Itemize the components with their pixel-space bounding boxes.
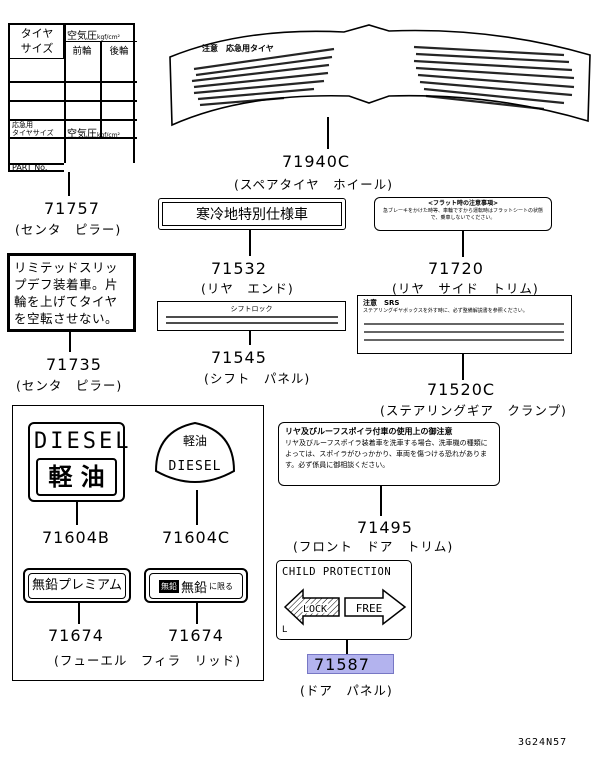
cold-region-text: 寒冷地特別仕様車 xyxy=(162,202,342,226)
tire-size-label: タイヤ サイズ 空気圧kgf/cm² 前輪 後輪 応急用 タイヤサイズ 空気圧k… xyxy=(8,23,138,175)
keiyu-text: 軽 油 xyxy=(36,458,117,496)
srs-body: ステアリングギヤボックスを外す時に、必ず整備解説書を参照ください。 xyxy=(363,308,528,314)
spoiler-title: リヤ及びルーフスポイラ付車の使用上の御注意 xyxy=(285,427,453,436)
cold-region-label: 寒冷地特別仕様車 xyxy=(158,198,346,230)
unleaded-premium-label: 無鉛プレミアム xyxy=(23,568,131,603)
part-number-71532[interactable]: 71532 xyxy=(211,259,267,278)
unleaded-suffix: に限る xyxy=(209,581,233,591)
child-protection-title: CHILD PROTECTION xyxy=(282,566,392,578)
caption-71520c: (ステアリングギア クランプ) xyxy=(380,403,567,418)
lsd-warning-text: リミテッドスリップデフ装着車。片輪を上げてタイヤを空転させない。 xyxy=(14,260,119,326)
free-text: FREE xyxy=(356,602,383,615)
part-number-71735[interactable]: 71735 xyxy=(46,355,102,374)
caption-71495: (フロント ドア トリム) xyxy=(293,539,454,554)
unleaded-badge: 無鉛 xyxy=(158,579,179,593)
caption-fuel-filler-lid: (フューエル フィラ リッド) xyxy=(54,653,242,668)
spare-tire-size-heading: 応急用 タイヤサイズ xyxy=(12,121,54,137)
diesel-curved-text: DIESEL xyxy=(169,459,222,474)
diesel-fuel-label-square: DIESEL 軽 油 xyxy=(28,422,132,502)
part-number-71940c[interactable]: 71940C xyxy=(282,152,351,171)
lock-text: LOCK xyxy=(303,604,327,615)
diagram-code: 3G24N57 xyxy=(518,737,568,748)
diesel-fuel-label-dome: 軽油 DIESEL xyxy=(154,421,236,483)
spoiler-body: リヤ及びルーフスポイラ装着車を洗車する場合、洗車機の種類によっては、スポイラがひ… xyxy=(285,439,488,469)
part-number-71720[interactable]: 71720 xyxy=(428,259,484,278)
unleaded-premium-text: 無鉛プレミアム xyxy=(28,573,126,599)
diesel-text: DIESEL xyxy=(34,429,132,454)
lock-free-arrows: LOCK FREE xyxy=(283,588,407,626)
caption-71735: (センタ ピラー) xyxy=(16,378,123,393)
caption-71757: (センタ ピラー) xyxy=(15,222,122,237)
pressure-heading: 空気圧kgf/cm² xyxy=(67,31,120,42)
flat-seat-caution-label: <フラット時の注意事項> 急ブレーキをかけた時等、車輪ですから運転時はフラットシ… xyxy=(374,197,552,231)
fuel-labels-group xyxy=(12,405,264,681)
flat-seat-title: <フラット時の注意事項> xyxy=(427,200,499,207)
caption-71532: (リヤ エンド) xyxy=(201,281,294,296)
child-protection-label: CHILD PROTECTION LOCK FREE L xyxy=(276,560,412,640)
free-arrow-icon xyxy=(344,588,407,626)
unleaded-text: 無鉛 xyxy=(180,580,207,596)
caption-71940c: (スペアタイヤ ホイール) xyxy=(234,177,394,192)
shift-lock-label: シフトロック xyxy=(157,301,346,331)
pressure-heading-2: 空気圧kgf/cm² xyxy=(67,129,120,140)
part-no-label: PART No. xyxy=(12,163,48,172)
part-number-71495[interactable]: 71495 xyxy=(357,518,413,537)
part-number-71757[interactable]: 71757 xyxy=(44,199,100,218)
srs-title: 注意 SRS xyxy=(363,299,400,307)
part-number-71520c[interactable]: 71520C xyxy=(427,380,496,399)
spoiler-caution-label: リヤ及びルーフスポイラ付車の使用上の御注意 リヤ及びルーフスポイラ装着車を洗車す… xyxy=(278,422,500,486)
part-number-71545[interactable]: 71545 xyxy=(211,348,267,367)
part-number-71674-a[interactable]: 71674 xyxy=(48,626,104,645)
keiyu-small-text: 軽油 xyxy=(183,434,207,448)
caption-71545: (シフト パネル) xyxy=(204,371,311,386)
tire-size-heading: タイヤ サイズ xyxy=(20,27,54,55)
spare-tire-warning-label: 注意 応急用タイヤ xyxy=(169,24,591,127)
unleaded-only-label: 無鉛 無鉛 に限る xyxy=(144,568,248,603)
part-number-71587[interactable]: 71587 xyxy=(307,654,394,674)
shift-lock-title: シフトロック xyxy=(230,305,273,313)
srs-caution-label: 注意 SRS ステアリングギヤボックスを外す時に、必ず整備解説書を参照ください。 xyxy=(357,295,572,354)
flat-seat-body: 急ブレーキをかけた時等、車輪ですから運転時はフラットシートの状態で、乗車しないで… xyxy=(382,208,543,221)
side-l-text: L xyxy=(282,625,288,635)
part-number-71674-b[interactable]: 71674 xyxy=(168,626,224,645)
lock-arrow-icon xyxy=(283,588,340,626)
caption-71720: (リヤ サイド トリム) xyxy=(392,281,539,296)
front-wheel-heading: 前輪 xyxy=(72,46,92,57)
rear-wheel-heading: 後輪 xyxy=(109,46,129,57)
caption-71587: (ドア パネル) xyxy=(300,683,393,698)
part-number-71604b[interactable]: 71604B xyxy=(42,528,110,547)
part-number-71604c[interactable]: 71604C xyxy=(162,528,231,547)
spare-tire-title: 注意 応急用タイヤ xyxy=(202,43,274,53)
lsd-warning-label: リミテッドスリップデフ装着車。片輪を上げてタイヤを空転させない。 xyxy=(7,253,136,332)
